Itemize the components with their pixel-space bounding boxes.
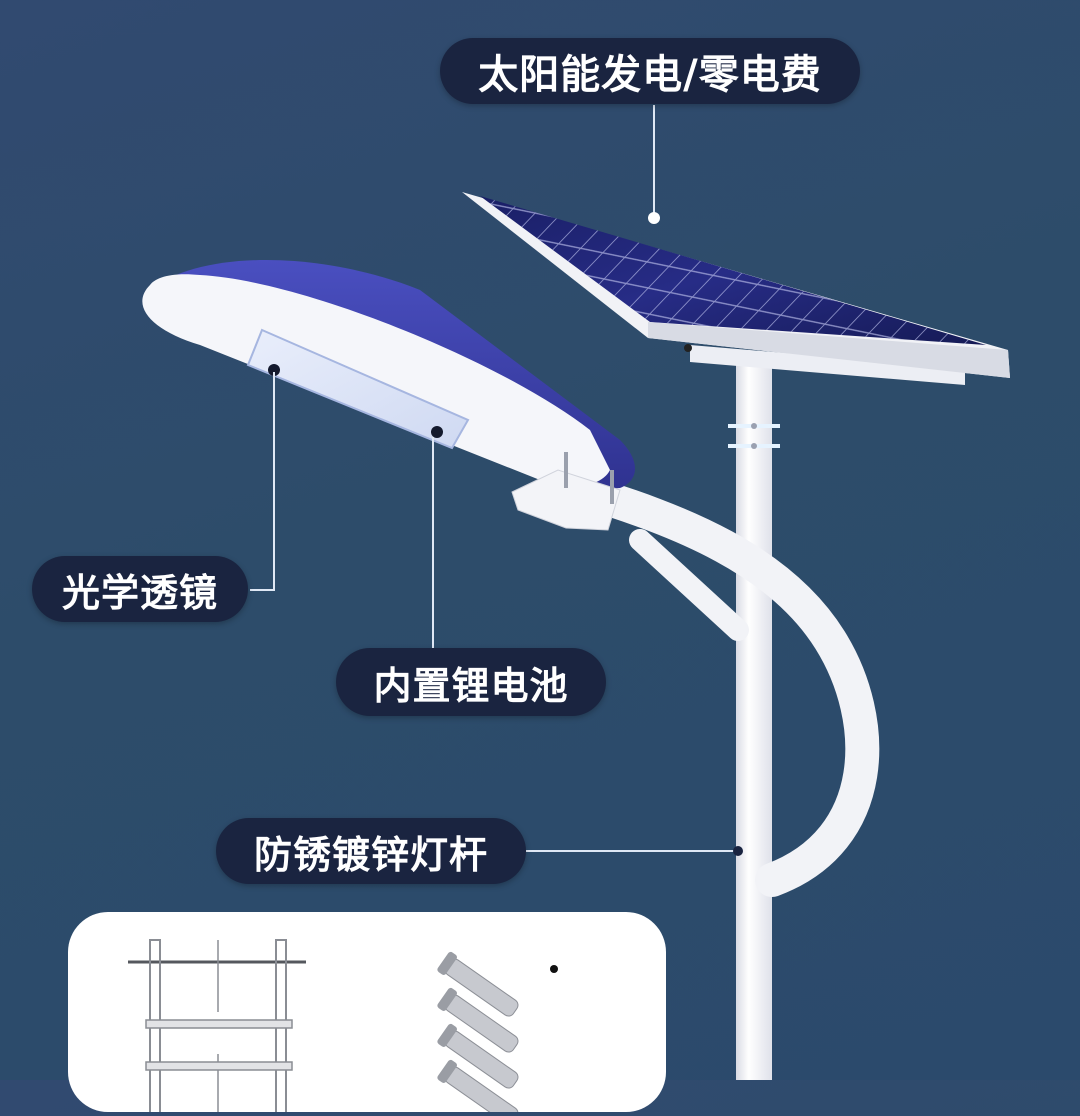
callout-lines: [250, 372, 743, 856]
accessories-card: [68, 912, 666, 1116]
lamp-arm: [563, 473, 880, 897]
expansion-bolts-icon: [437, 951, 558, 1116]
solar-panel-label: 太阳能发电/零电费: [440, 38, 860, 104]
pole-label: 防锈镀锌灯杆: [216, 818, 526, 884]
solar-street-light-illustration: [142, 105, 1010, 1080]
solar-panel: [462, 105, 1010, 385]
lithium-battery-label: 内置锂电池: [336, 648, 606, 716]
anchor-cage-icon: [128, 939, 306, 1116]
optical-lens-label: 光学透镜: [32, 556, 248, 622]
lamp-head: [142, 260, 635, 531]
galvanized-pole: [728, 360, 780, 1080]
anchor-cage-and-bolts-illustration: [128, 939, 558, 1116]
